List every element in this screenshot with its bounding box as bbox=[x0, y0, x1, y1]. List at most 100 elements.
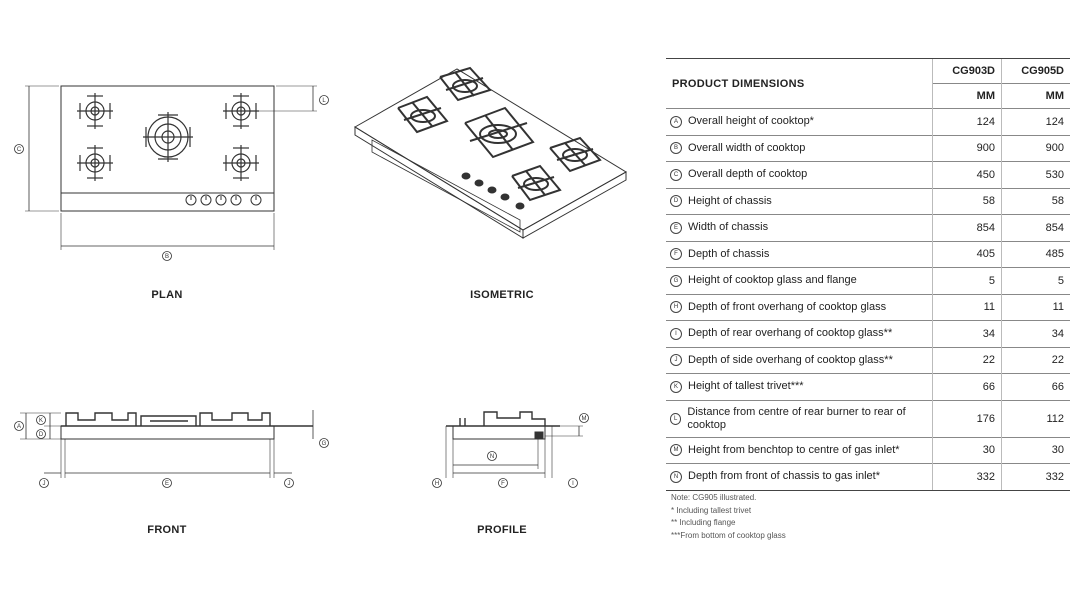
callout-m: M bbox=[579, 413, 589, 423]
product-dimensions-table: PRODUCT DIMENSIONS CG903D CG905D MM MM A… bbox=[666, 58, 1070, 491]
dimension-label: Width of chassis bbox=[688, 221, 769, 234]
plan-burner-wok bbox=[143, 112, 193, 162]
table-title: PRODUCT DIMENSIONS bbox=[666, 58, 933, 109]
callout-l: L bbox=[319, 95, 329, 105]
svg-text:L: L bbox=[322, 98, 326, 104]
value-cg903d: 900 bbox=[932, 134, 1002, 162]
value-cg903d: 58 bbox=[932, 187, 1002, 215]
dimension-label: Depth of rear overhang of cooktop glass*… bbox=[688, 327, 893, 340]
dimension-key-badge: N bbox=[670, 470, 682, 483]
profile-label: PROFILE bbox=[477, 524, 527, 536]
callout-h: H bbox=[432, 478, 442, 488]
value-cg905d: 30 bbox=[1001, 436, 1070, 464]
dimension-label: Height of tallest trivet*** bbox=[688, 380, 804, 393]
dimension-label: Overall depth of cooktop bbox=[688, 168, 808, 181]
value-cg905d: 66 bbox=[1001, 373, 1070, 400]
dimension-label: Depth of front overhang of cooktop glass bbox=[688, 300, 887, 313]
value-cg903d: 124 bbox=[932, 108, 1002, 135]
dimension-cell: E Width of chassis bbox=[666, 214, 933, 241]
svg-text:H: H bbox=[435, 481, 439, 487]
svg-text:I: I bbox=[572, 481, 574, 487]
value-cg905d: 112 bbox=[1001, 399, 1070, 437]
value-cg905d: 900 bbox=[1001, 134, 1070, 162]
dimension-key-badge: C bbox=[670, 168, 682, 181]
value-cg905d: 485 bbox=[1001, 240, 1070, 268]
dimension-cell: I Depth of rear overhang of cooktop glass… bbox=[666, 320, 933, 347]
callout-f: F bbox=[498, 478, 508, 488]
callout-b: B bbox=[162, 251, 172, 261]
dimension-label: Depth of chassis bbox=[688, 247, 770, 260]
value-cg903d: 332 bbox=[932, 463, 1002, 491]
isometric-label: ISOMETRIC bbox=[470, 289, 534, 301]
footnote: Note: CG905 illustrated. bbox=[671, 493, 757, 502]
svg-text:E: E bbox=[165, 481, 169, 487]
svg-text:J: J bbox=[43, 481, 46, 487]
value-cg905d: 58 bbox=[1001, 187, 1070, 215]
plan-burner-bottom-right bbox=[223, 145, 259, 181]
dimension-key-badge: I bbox=[670, 327, 682, 340]
dimension-label: Overall height of cooktop* bbox=[688, 115, 814, 128]
plan-burner-top-left bbox=[77, 93, 113, 129]
value-cg903d: 5 bbox=[932, 267, 1002, 294]
profile-view bbox=[445, 411, 583, 478]
dimension-key-badge: K bbox=[670, 380, 682, 393]
dimension-label: Distance from centre of rear burner to r… bbox=[687, 405, 906, 431]
dimension-key-badge: M bbox=[670, 444, 682, 457]
svg-text:J: J bbox=[288, 481, 291, 487]
isometric-control-knobs bbox=[461, 172, 525, 210]
dimension-cell: N Depth from front of chassis to gas inle… bbox=[666, 463, 933, 491]
svg-text:A: A bbox=[17, 424, 21, 430]
table-row: N Depth from front of chassis to gas inle… bbox=[666, 463, 1070, 491]
technical-drawings: C L B K A D G J E J M N H F I bbox=[14, 66, 627, 488]
svg-text:N: N bbox=[490, 454, 494, 460]
isometric-trivet-front bbox=[511, 164, 562, 202]
front-label: FRONT bbox=[147, 524, 187, 536]
dimension-label: Depth from front of chassis to gas inlet… bbox=[688, 470, 880, 483]
dimension-key-badge: A bbox=[670, 115, 682, 128]
svg-text:C: C bbox=[17, 147, 22, 153]
front-view bbox=[20, 410, 314, 478]
table-row: M Height from benchtop to centre of gas i… bbox=[666, 436, 1070, 464]
isometric-trivet-left bbox=[397, 95, 449, 134]
value-cg903d: 34 bbox=[932, 320, 1002, 347]
value-cg905d: 34 bbox=[1001, 320, 1070, 347]
value-cg905d: 124 bbox=[1001, 108, 1070, 135]
value-cg905d: 854 bbox=[1001, 214, 1070, 241]
value-cg905d: 22 bbox=[1001, 346, 1070, 374]
dimension-key-badge: E bbox=[670, 221, 682, 234]
callout-n: N bbox=[487, 451, 497, 461]
footnote: ***From bottom of cooktop glass bbox=[671, 530, 786, 540]
callout-g: G bbox=[319, 438, 329, 448]
callout-d: D bbox=[36, 429, 46, 439]
front-trivets bbox=[65, 412, 271, 426]
isometric-trivet-back bbox=[439, 66, 492, 102]
dimension-cell: L Distance from centre of rear burner to … bbox=[666, 399, 933, 437]
dimension-cell: F Depth of chassis bbox=[666, 240, 933, 268]
table-row: I Depth of rear overhang of cooktop glass… bbox=[666, 320, 1070, 347]
isometric-view bbox=[354, 66, 627, 239]
table-row: L Distance from centre of rear burner to … bbox=[666, 399, 1070, 437]
value-cg905d: 332 bbox=[1001, 463, 1070, 491]
footnote: * Including tallest trivet bbox=[671, 505, 752, 515]
svg-text:K: K bbox=[39, 418, 43, 424]
callout-a: A bbox=[14, 421, 24, 431]
callout-i: I bbox=[568, 478, 578, 488]
value-cg905d: 11 bbox=[1001, 293, 1070, 321]
dimension-key-badge: F bbox=[670, 248, 682, 261]
dimension-callouts: C L B K A D G J E J M N H F I bbox=[14, 95, 589, 488]
dimension-label: Height from benchtop to centre of gas in… bbox=[688, 443, 900, 456]
value-cg903d: 11 bbox=[932, 293, 1002, 321]
footnote: ** Including flange bbox=[671, 518, 736, 527]
dimension-key-badge: L bbox=[670, 412, 682, 425]
dimension-key-badge: D bbox=[670, 195, 682, 208]
unit-header-cg903d: MM bbox=[932, 83, 1002, 109]
isometric-trivet-right bbox=[549, 136, 602, 173]
